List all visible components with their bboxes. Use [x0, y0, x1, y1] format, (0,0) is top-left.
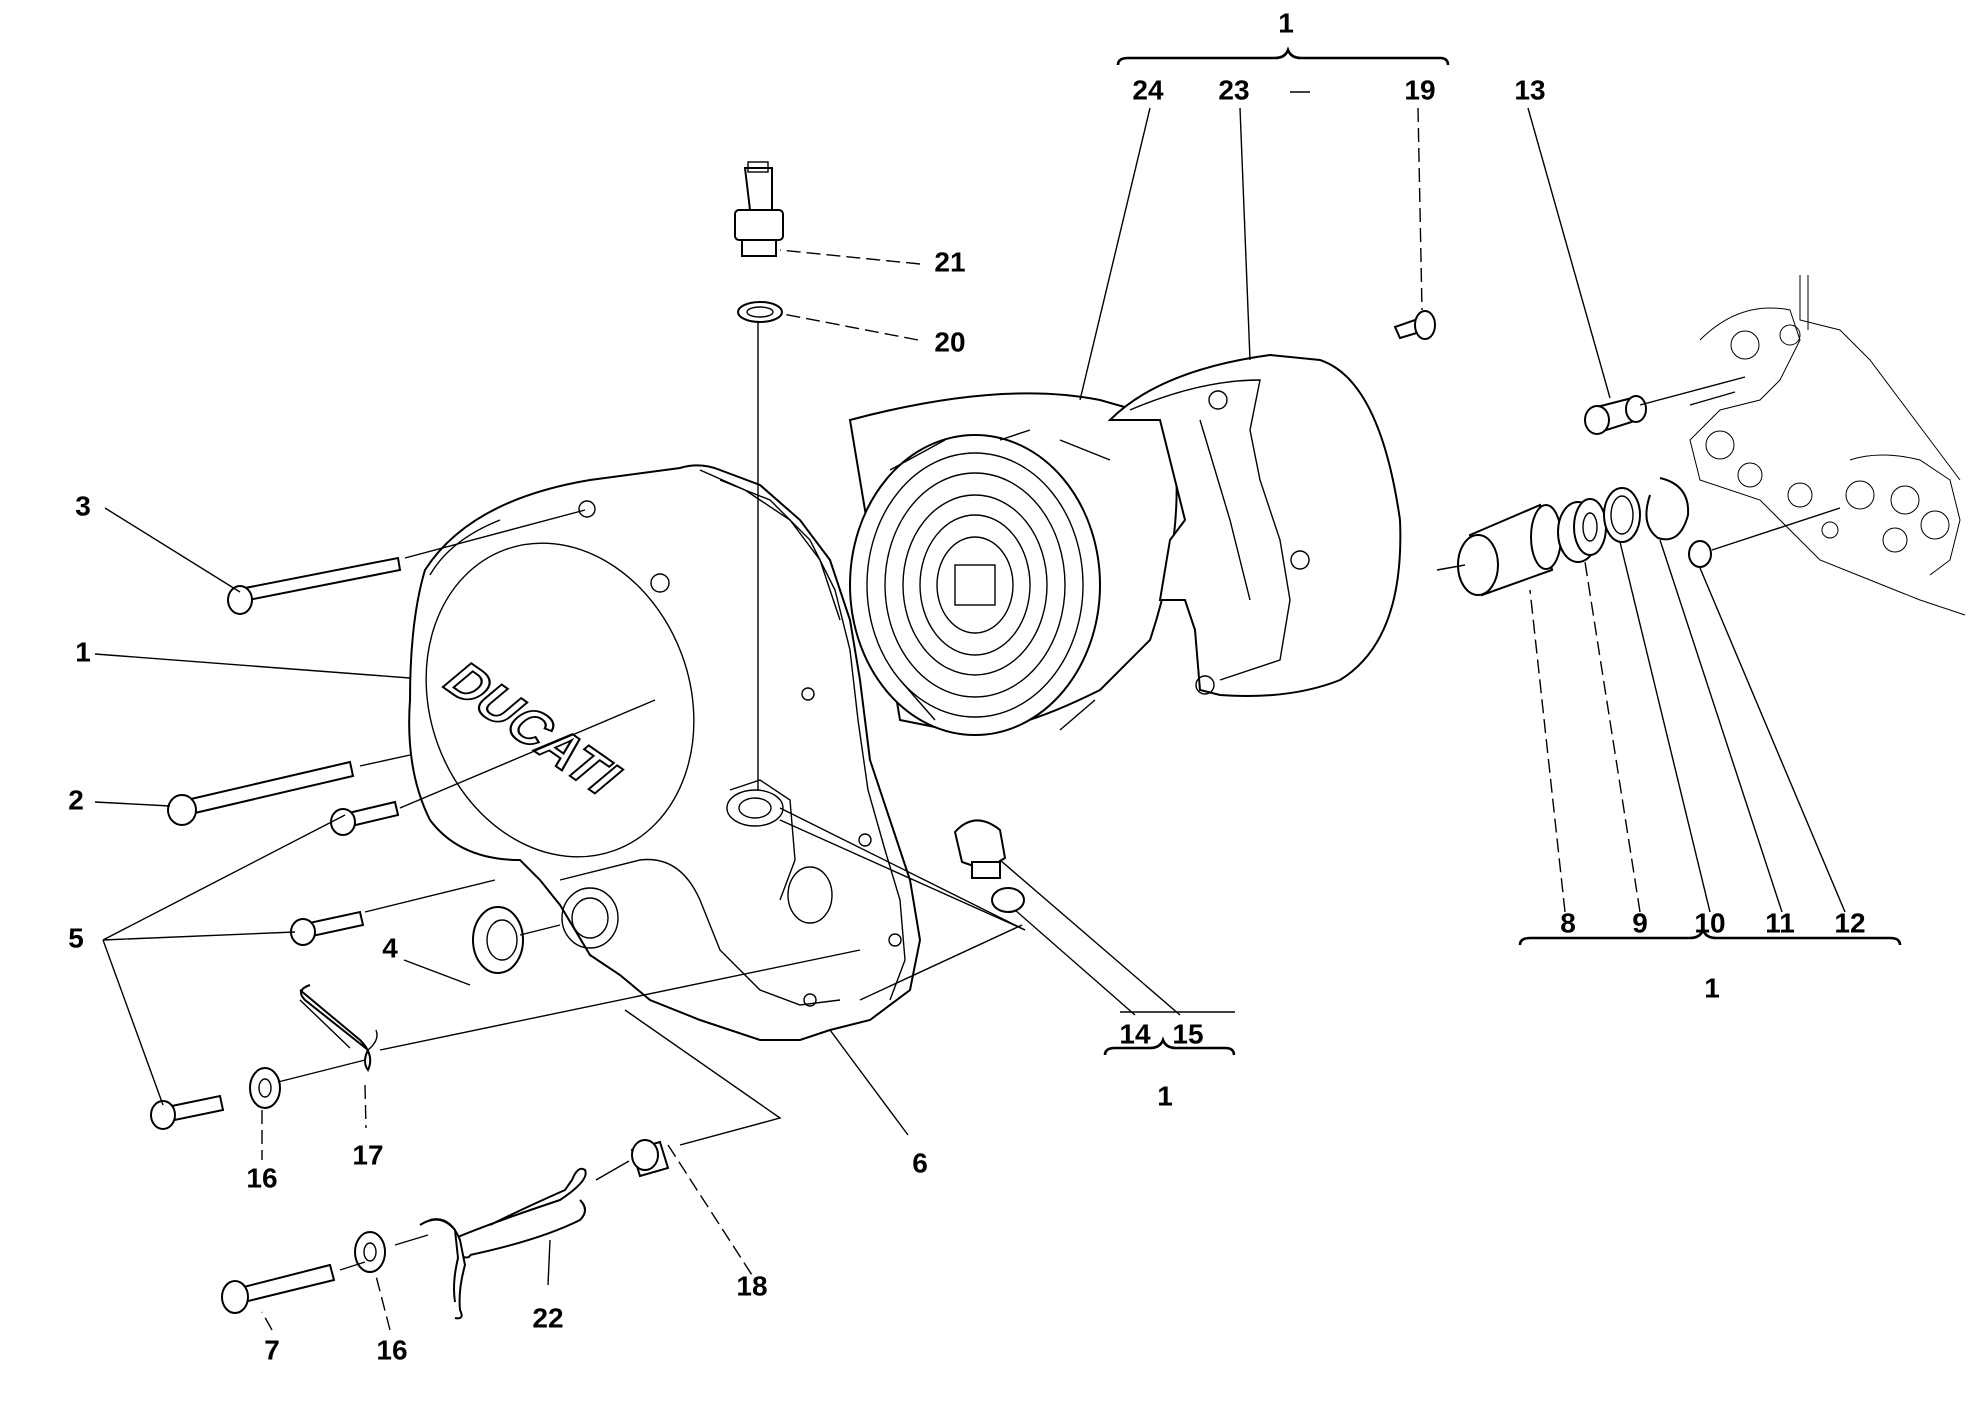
label-5: 5	[68, 922, 84, 953]
label-17: 17	[352, 1139, 383, 1170]
label-4: 4	[382, 932, 398, 963]
leader-lines	[94, 91, 1846, 1331]
callout-labels: 1 24 23 19 13 21 20 3 1 2 5 4 16 17 6 14…	[68, 7, 1865, 1365]
label-21: 21	[934, 246, 965, 277]
small-parts	[150, 161, 1712, 1320]
label-24: 24	[1132, 74, 1164, 105]
label-2: 2	[68, 784, 84, 815]
label-20: 20	[934, 326, 965, 357]
label-14: 14	[1119, 1018, 1151, 1049]
label-10: 10	[1694, 907, 1725, 938]
label-6: 6	[912, 1147, 928, 1178]
label-22: 22	[532, 1302, 563, 1333]
label-9: 9	[1632, 907, 1648, 938]
label-7: 7	[264, 1334, 280, 1365]
outer-cover	[1107, 353, 1402, 697]
label-1-right: 1	[1704, 972, 1720, 1003]
label-13: 13	[1514, 74, 1545, 105]
label-16-a: 16	[246, 1162, 277, 1193]
clutch-cover: DUCATI	[408, 464, 922, 1041]
label-1-left: 1	[75, 636, 91, 667]
label-23: 23	[1218, 74, 1249, 105]
brackets	[1103, 46, 1902, 1056]
sensor-21	[743, 167, 773, 217]
label-1-top: 1	[1278, 7, 1294, 38]
engine-casing	[1689, 275, 1966, 616]
label-3: 3	[75, 490, 91, 521]
label-16-b: 16	[376, 1334, 407, 1365]
label-15: 15	[1172, 1018, 1203, 1049]
label-12: 12	[1834, 907, 1865, 938]
label-8: 8	[1560, 907, 1576, 938]
label-1-mid: 1	[1157, 1080, 1173, 1111]
label-18: 18	[736, 1270, 767, 1301]
clutch-basket	[848, 392, 1178, 736]
label-11: 11	[1765, 907, 1795, 938]
label-19: 19	[1404, 74, 1435, 105]
